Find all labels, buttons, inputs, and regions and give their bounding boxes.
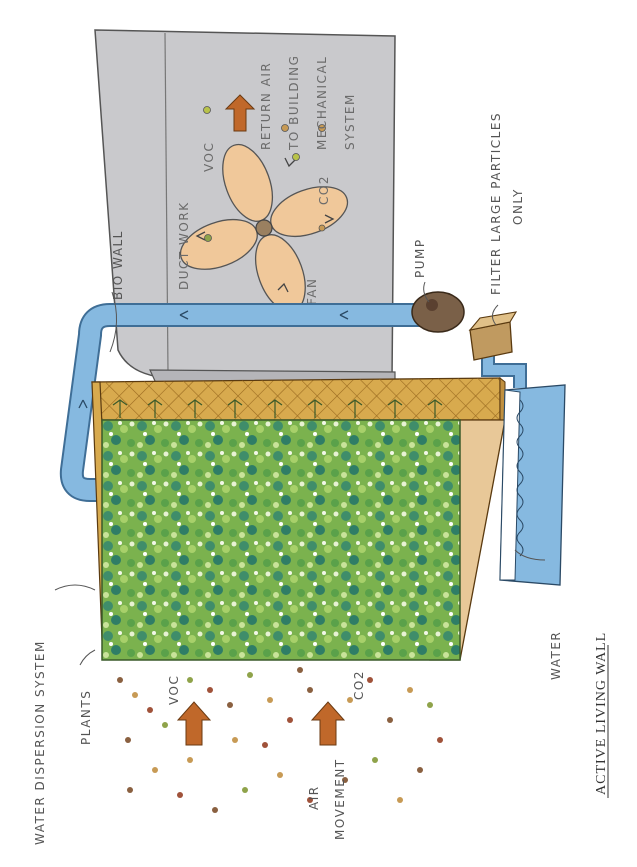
air-particles bbox=[117, 667, 443, 813]
water-dispersion-label: WATER DISPERSION SYSTEM bbox=[33, 640, 47, 845]
pump-label: PUMP bbox=[413, 238, 427, 278]
diagram-title: ACTIVE LIVING WALL bbox=[594, 632, 609, 798]
air-movement-arrows bbox=[178, 702, 344, 745]
plants-label: PLANTS bbox=[79, 690, 93, 745]
water-reservoir bbox=[500, 385, 565, 585]
bio-wall-label: BIO WALL bbox=[111, 230, 125, 300]
air-movement-label: AIR MOVEMENT bbox=[307, 758, 347, 840]
fan-label: FAN bbox=[305, 278, 319, 306]
co2-duct-label: CO2 bbox=[317, 175, 331, 205]
pump-icon bbox=[412, 292, 464, 332]
duct-work-label: DUCT WORK bbox=[177, 201, 191, 290]
co2-air-label: CO2 bbox=[352, 670, 366, 700]
voc-air-label: VOC bbox=[167, 675, 181, 705]
water-label: WATER bbox=[549, 631, 563, 680]
filter-label: FILTER LARGE PARTICLES ONLY bbox=[489, 107, 525, 295]
voc-duct-label: VOC bbox=[202, 142, 216, 172]
plants-panel bbox=[102, 420, 460, 660]
diagram-title-text: ACTIVE LIVING WALL bbox=[594, 632, 609, 795]
